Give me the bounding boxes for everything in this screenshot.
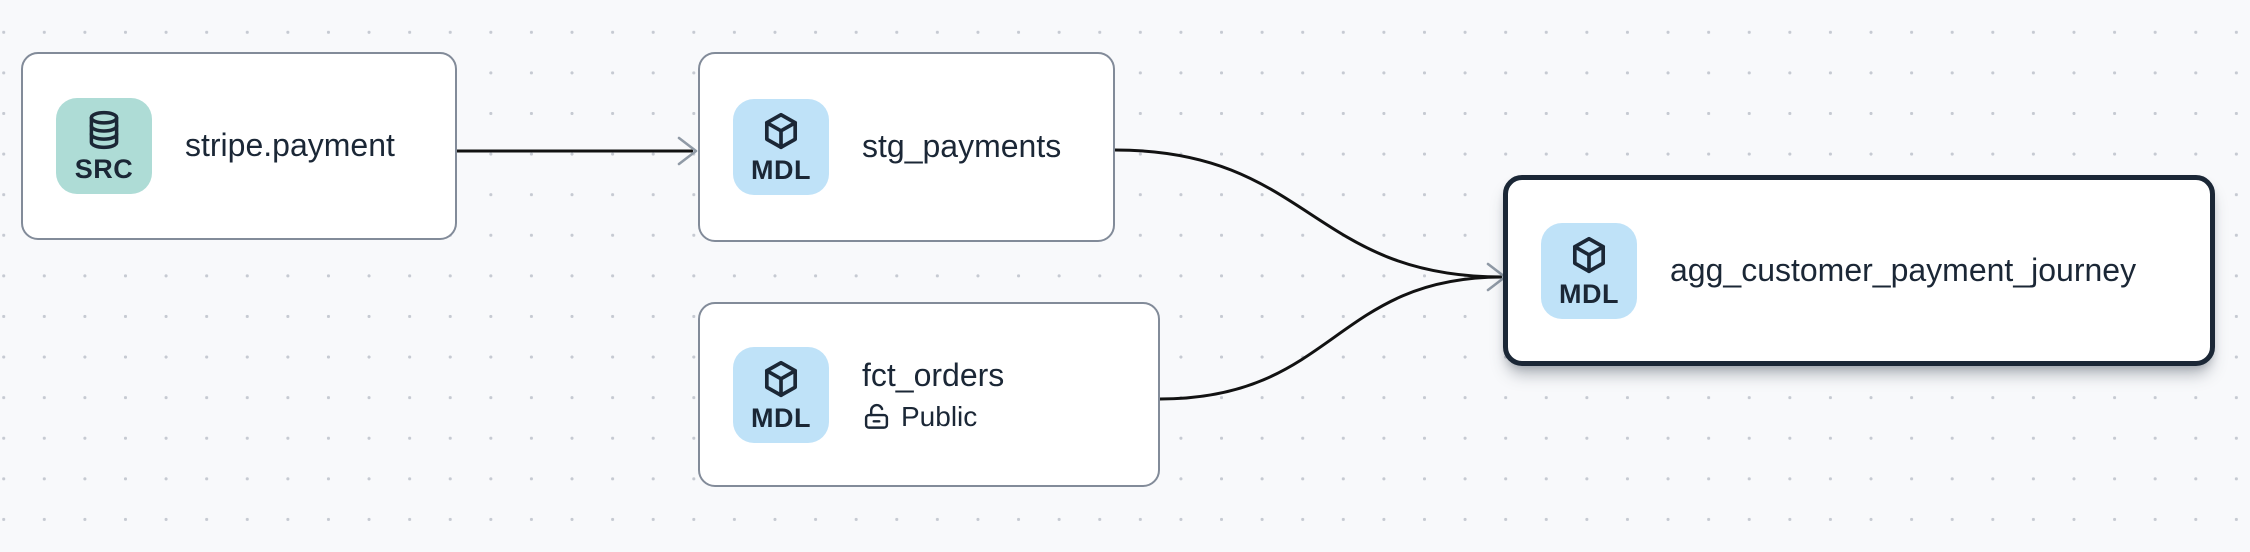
badge-label: MDL [751,402,811,433]
node-stg-payments[interactable]: MDL stg_payments [698,52,1115,242]
model-badge: MDL [733,99,829,195]
access-label: Public [901,401,978,432]
database-icon [89,110,119,150]
node-text: agg_customer_payment_journey [1670,250,2136,292]
node-text: fct_orders Public [862,355,1004,433]
edge-stg-payments-to-agg-customer-payment-journey[interactable] [1114,148,1503,279]
node-label: stg_payments [862,128,1062,165]
node-text: stripe.payment [185,125,395,167]
badge-label: MDL [1559,278,1619,309]
source-badge: SRC [56,98,152,194]
node-fct-orders[interactable]: MDL fct_orders Public [698,302,1160,487]
access-row: Public [862,400,1004,434]
model-badge: MDL [733,346,829,443]
badge-label: SRC [74,154,134,184]
edge-fct-orders-to-agg-customer-payment-journey[interactable] [1159,275,1503,401]
node-text: stg_payments [862,126,1061,168]
node-label: agg_customer_payment_journey [1670,251,2137,288]
node-label: fct_orders [862,357,1005,394]
unlock-icon [864,404,889,430]
node-label: stripe.payment [185,127,395,164]
cube-icon [764,112,798,150]
cube-icon [1572,236,1606,273]
badge-label: MDL [751,155,811,185]
model-badge: MDL [1541,222,1637,319]
node-stripe-payment[interactable]: SRC stripe.payment [21,52,457,240]
node-agg-customer-payment-journey[interactable]: MDL agg_customer_payment_journey [1503,175,2215,366]
cube-icon [764,360,798,397]
arrowhead-icon [677,136,698,166]
